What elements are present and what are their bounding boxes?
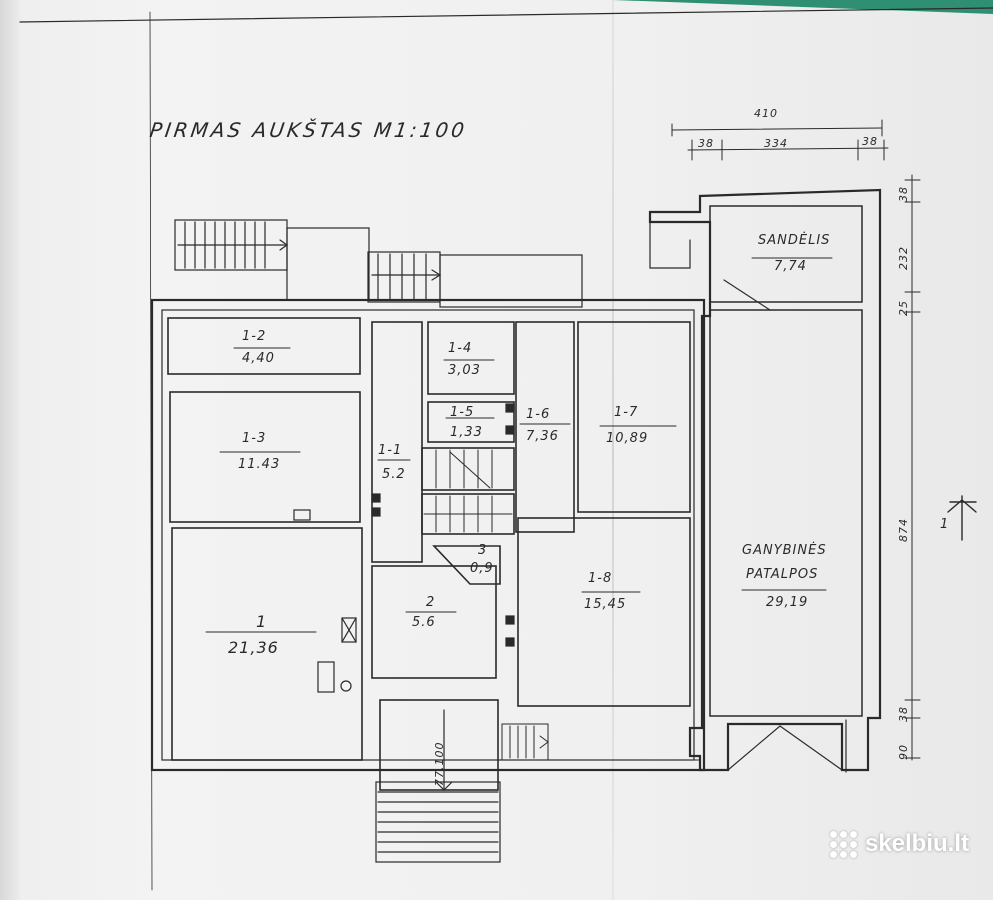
north-arrow bbox=[947, 495, 977, 541]
room-1-2-area: 4,40 bbox=[242, 351, 275, 366]
room-1-8-area: 15,45 bbox=[584, 597, 627, 612]
dimension-r6: 90 bbox=[897, 744, 910, 760]
watermark: skelbiu.lt bbox=[829, 830, 969, 858]
top-stairs-block bbox=[174, 219, 583, 308]
dimension-r3: 25 bbox=[897, 300, 910, 316]
fixtures bbox=[293, 403, 515, 693]
dimension-middle: 334 bbox=[764, 137, 788, 150]
room-ganybines-id-line1: GANYBINĖS bbox=[742, 543, 827, 558]
outer-walls bbox=[150, 298, 706, 772]
side-steps bbox=[501, 723, 701, 761]
top-dimension-chain bbox=[671, 119, 889, 161]
room-3-area: 0,9 bbox=[470, 561, 494, 576]
north-arrow-label: 1 bbox=[940, 517, 950, 532]
room-1-1-id: 1-1 bbox=[378, 443, 403, 458]
room-ganybines-id-line2: PATALPOS bbox=[746, 567, 819, 582]
room-1-6-id: 1-6 bbox=[526, 407, 551, 422]
room-1-id: 1 bbox=[256, 612, 268, 631]
dimension-right: 38 bbox=[862, 135, 878, 148]
room-2-area: 5.6 bbox=[412, 615, 436, 630]
room-1-1-area: 5.2 bbox=[382, 467, 406, 482]
dimension-r4: 874 bbox=[897, 518, 910, 542]
room-1-4-id: 1-4 bbox=[448, 341, 473, 356]
plan-title: PIRMAS AUKŠTAS M1:100 bbox=[148, 118, 469, 142]
stair-dimension: 77.100 bbox=[433, 741, 446, 787]
room-sandelis-id: SANDĖLIS bbox=[758, 233, 831, 248]
middle-stairs bbox=[423, 449, 513, 533]
area-underlines bbox=[205, 257, 833, 633]
dimension-total-width: 410 bbox=[754, 107, 778, 120]
room-1-8-id: 1-8 bbox=[588, 571, 613, 586]
front-steps bbox=[375, 709, 501, 863]
room-1-5-id: 1-5 bbox=[450, 405, 475, 420]
room-1-3-area: 11.43 bbox=[238, 457, 281, 472]
room-1-4-area: 3,03 bbox=[448, 363, 481, 378]
room-1-5-area: 1,33 bbox=[450, 425, 483, 440]
room-1-2-id: 1-2 bbox=[242, 329, 267, 344]
corner-accent bbox=[613, 0, 993, 14]
dimension-r5: 38 bbox=[897, 706, 910, 722]
room-2-id: 2 bbox=[426, 595, 436, 610]
room-sandelis-area: 7,74 bbox=[774, 259, 807, 274]
room-1-7-area: 10,89 bbox=[606, 431, 649, 446]
paper-fold bbox=[612, 0, 614, 900]
watermark-logo-icon bbox=[829, 830, 857, 858]
page-top-rule bbox=[19, 7, 993, 23]
room-1-area: 21,36 bbox=[228, 638, 279, 657]
sheet-edge bbox=[0, 0, 20, 900]
dimension-r2: 232 bbox=[897, 246, 910, 270]
dimension-left: 38 bbox=[698, 137, 714, 150]
room-3-id: 3 bbox=[478, 543, 488, 558]
interior-walls bbox=[167, 317, 691, 791]
room-1-3-id: 1-3 bbox=[242, 431, 267, 446]
right-dimension-chain bbox=[904, 174, 921, 761]
dimension-r1: 38 bbox=[897, 186, 910, 202]
room-1-7-id: 1-7 bbox=[614, 405, 639, 420]
watermark-text: skelbiu.lt bbox=[864, 830, 969, 857]
room-ganybines-area: 29,19 bbox=[766, 595, 809, 610]
outbuilding-walls bbox=[648, 188, 882, 773]
room-1-6-area: 7,36 bbox=[526, 429, 559, 444]
